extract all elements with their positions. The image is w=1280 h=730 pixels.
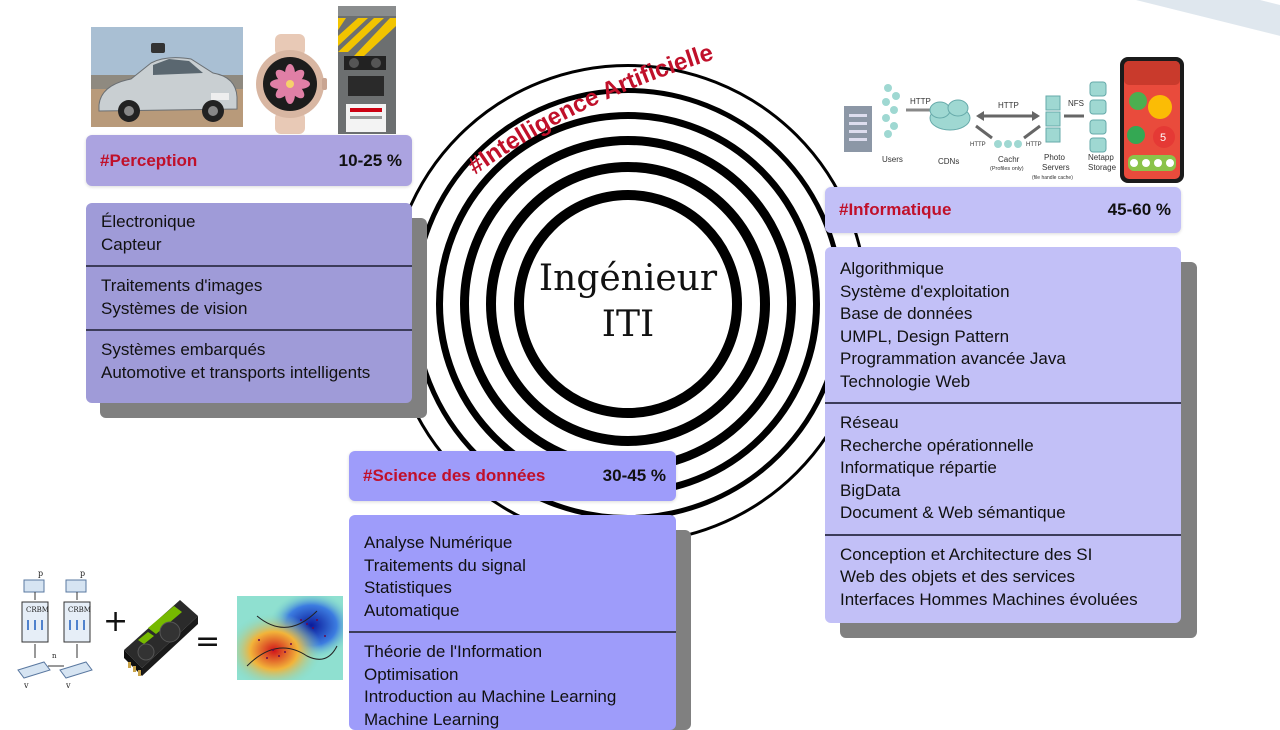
architecture-diagram: Users HTTP CDNs HTTP HTTP HTTP Cachr (Pr… — [840, 78, 1122, 184]
list-item: Électronique — [101, 211, 398, 234]
informatique-box: Algorithmique Système d'exploitation Bas… — [825, 247, 1181, 623]
smartwatch-image — [249, 34, 333, 134]
list-item: Introduction au Machine Learning — [364, 686, 662, 709]
list-item: Technologie Web — [840, 371, 1167, 394]
diagram-http-label: HTTP — [998, 101, 1019, 110]
perception-group-2: Traitements d'images Systèmes de vision — [86, 265, 412, 329]
crbm-network-diagram: p p CRBM CRBM v v n — [14, 566, 110, 692]
perception-header: #Perception 10-25 % — [86, 135, 412, 186]
svg-text:v: v — [23, 681, 29, 690]
diagram-photo-label-2: Servers — [1042, 163, 1070, 172]
perception-tag: #Perception — [100, 151, 197, 171]
diagram-storage-label: Storage — [1088, 163, 1117, 172]
list-item: BigData — [840, 480, 1167, 503]
diagram-netapp-label: Netapp — [1088, 153, 1114, 162]
diagram-cachr-sub: (Profiles only) — [990, 166, 1024, 172]
arc-title: #Intelligence Artificielle — [465, 15, 825, 185]
list-item: Informatique répartie — [840, 457, 1167, 480]
list-item: Automotive et transports intelligents — [101, 362, 398, 385]
informatique-group-2: Réseau Recherche opérationnelle Informat… — [825, 402, 1181, 534]
list-item: Système d'exploitation — [840, 281, 1167, 304]
svg-text:p: p — [80, 569, 85, 578]
self-driving-car-image — [91, 27, 243, 127]
diagram-photo-label: Photo — [1044, 153, 1065, 162]
list-item: Web des objets et des services — [840, 566, 1167, 589]
svg-text:v: v — [65, 681, 71, 690]
science-group-1: Analyse Numérique Traitements du signal … — [349, 515, 676, 631]
informatique-group-1: Algorithmique Système d'exploitation Bas… — [825, 247, 1181, 402]
list-item: Statistiques — [364, 577, 662, 600]
phone-badge: 5 — [1160, 132, 1166, 144]
list-item: Automatique — [364, 600, 662, 623]
svg-text:p: p — [38, 569, 43, 578]
list-item: Document & Web sémantique — [840, 502, 1167, 525]
list-item: Analyse Numérique — [364, 532, 662, 555]
informatique-tag: #Informatique — [839, 200, 951, 220]
diagram-http-label: HTTP — [970, 142, 986, 148]
list-item: UMPL, Design Pattern — [840, 326, 1167, 349]
informatique-percentage: 45-60 % — [1108, 200, 1171, 220]
center-title: Ingénieur ITI — [510, 256, 746, 348]
list-item: Conception et Architecture des SI — [840, 544, 1167, 567]
list-item: Systèmes embarqués — [101, 339, 398, 362]
perception-percentage: 10-25 % — [339, 151, 402, 171]
list-item: Interfaces Hommes Machines évoluées — [840, 589, 1167, 612]
list-item: Machine Learning — [364, 709, 662, 730]
list-item: Réseau — [840, 412, 1167, 435]
list-item: Systèmes de vision — [101, 298, 398, 321]
list-item: Algorithmique — [840, 258, 1167, 281]
svg-text:#Intelligence Artificielle: #Intelligence Artificielle — [465, 39, 716, 180]
diagram-http-label: HTTP — [1026, 142, 1042, 148]
science-percentage: 30-45 % — [603, 466, 666, 486]
diagram-nfs-label: NFS — [1068, 99, 1084, 108]
list-item: Traitements d'images — [101, 275, 398, 298]
diagram-photo-sub: (file handle cache) — [1032, 175, 1073, 181]
diagram-cdns-label: CDNs — [938, 157, 959, 166]
crbm-label: CRBM — [26, 606, 49, 614]
diagram-http-label: HTTP — [910, 97, 931, 106]
center-line-2: ITI — [602, 304, 654, 345]
informatique-group-3: Conception et Architecture des SI Web de… — [825, 534, 1181, 621]
svg-text:n: n — [52, 652, 57, 660]
center-line-1: Ingénieur — [539, 258, 717, 299]
perception-box: Électronique Capteur Traitements d'image… — [86, 203, 412, 403]
perception-group-3: Systèmes embarqués Automotive et transpo… — [86, 329, 412, 393]
corner-decoration — [1100, 0, 1280, 40]
list-item: Capteur — [101, 234, 398, 257]
science-group-2: Théorie de l'Information Optimisation In… — [349, 631, 676, 730]
smartphone-image: 5 — [1120, 57, 1184, 183]
list-item: Recherche opérationnelle — [840, 435, 1167, 458]
list-item: Théorie de l'Information — [364, 641, 662, 664]
science-box: Analyse Numérique Traitements du signal … — [349, 515, 676, 730]
science-header: #Science des données 30-45 % — [349, 451, 676, 501]
gpu-image — [118, 594, 202, 682]
list-item: Programmation avancée Java — [840, 348, 1167, 371]
crbm-label-2: CRBM — [68, 606, 91, 614]
density-heatmap-image — [237, 596, 343, 680]
speed-camera-image — [334, 6, 400, 134]
arc-title-text: #Intelligence Artificielle — [465, 39, 716, 180]
equals-sign: = — [195, 624, 220, 659]
diagram-users-label: Users — [882, 155, 903, 164]
list-item: Optimisation — [364, 664, 662, 687]
diagram-cachr-label: Cachr — [998, 155, 1020, 164]
science-tag: #Science des données — [363, 466, 545, 486]
informatique-header: #Informatique 45-60 % — [825, 187, 1181, 233]
list-item: Base de données — [840, 303, 1167, 326]
perception-group-1: Électronique Capteur — [86, 203, 412, 265]
list-item: Traitements du signal — [364, 555, 662, 578]
